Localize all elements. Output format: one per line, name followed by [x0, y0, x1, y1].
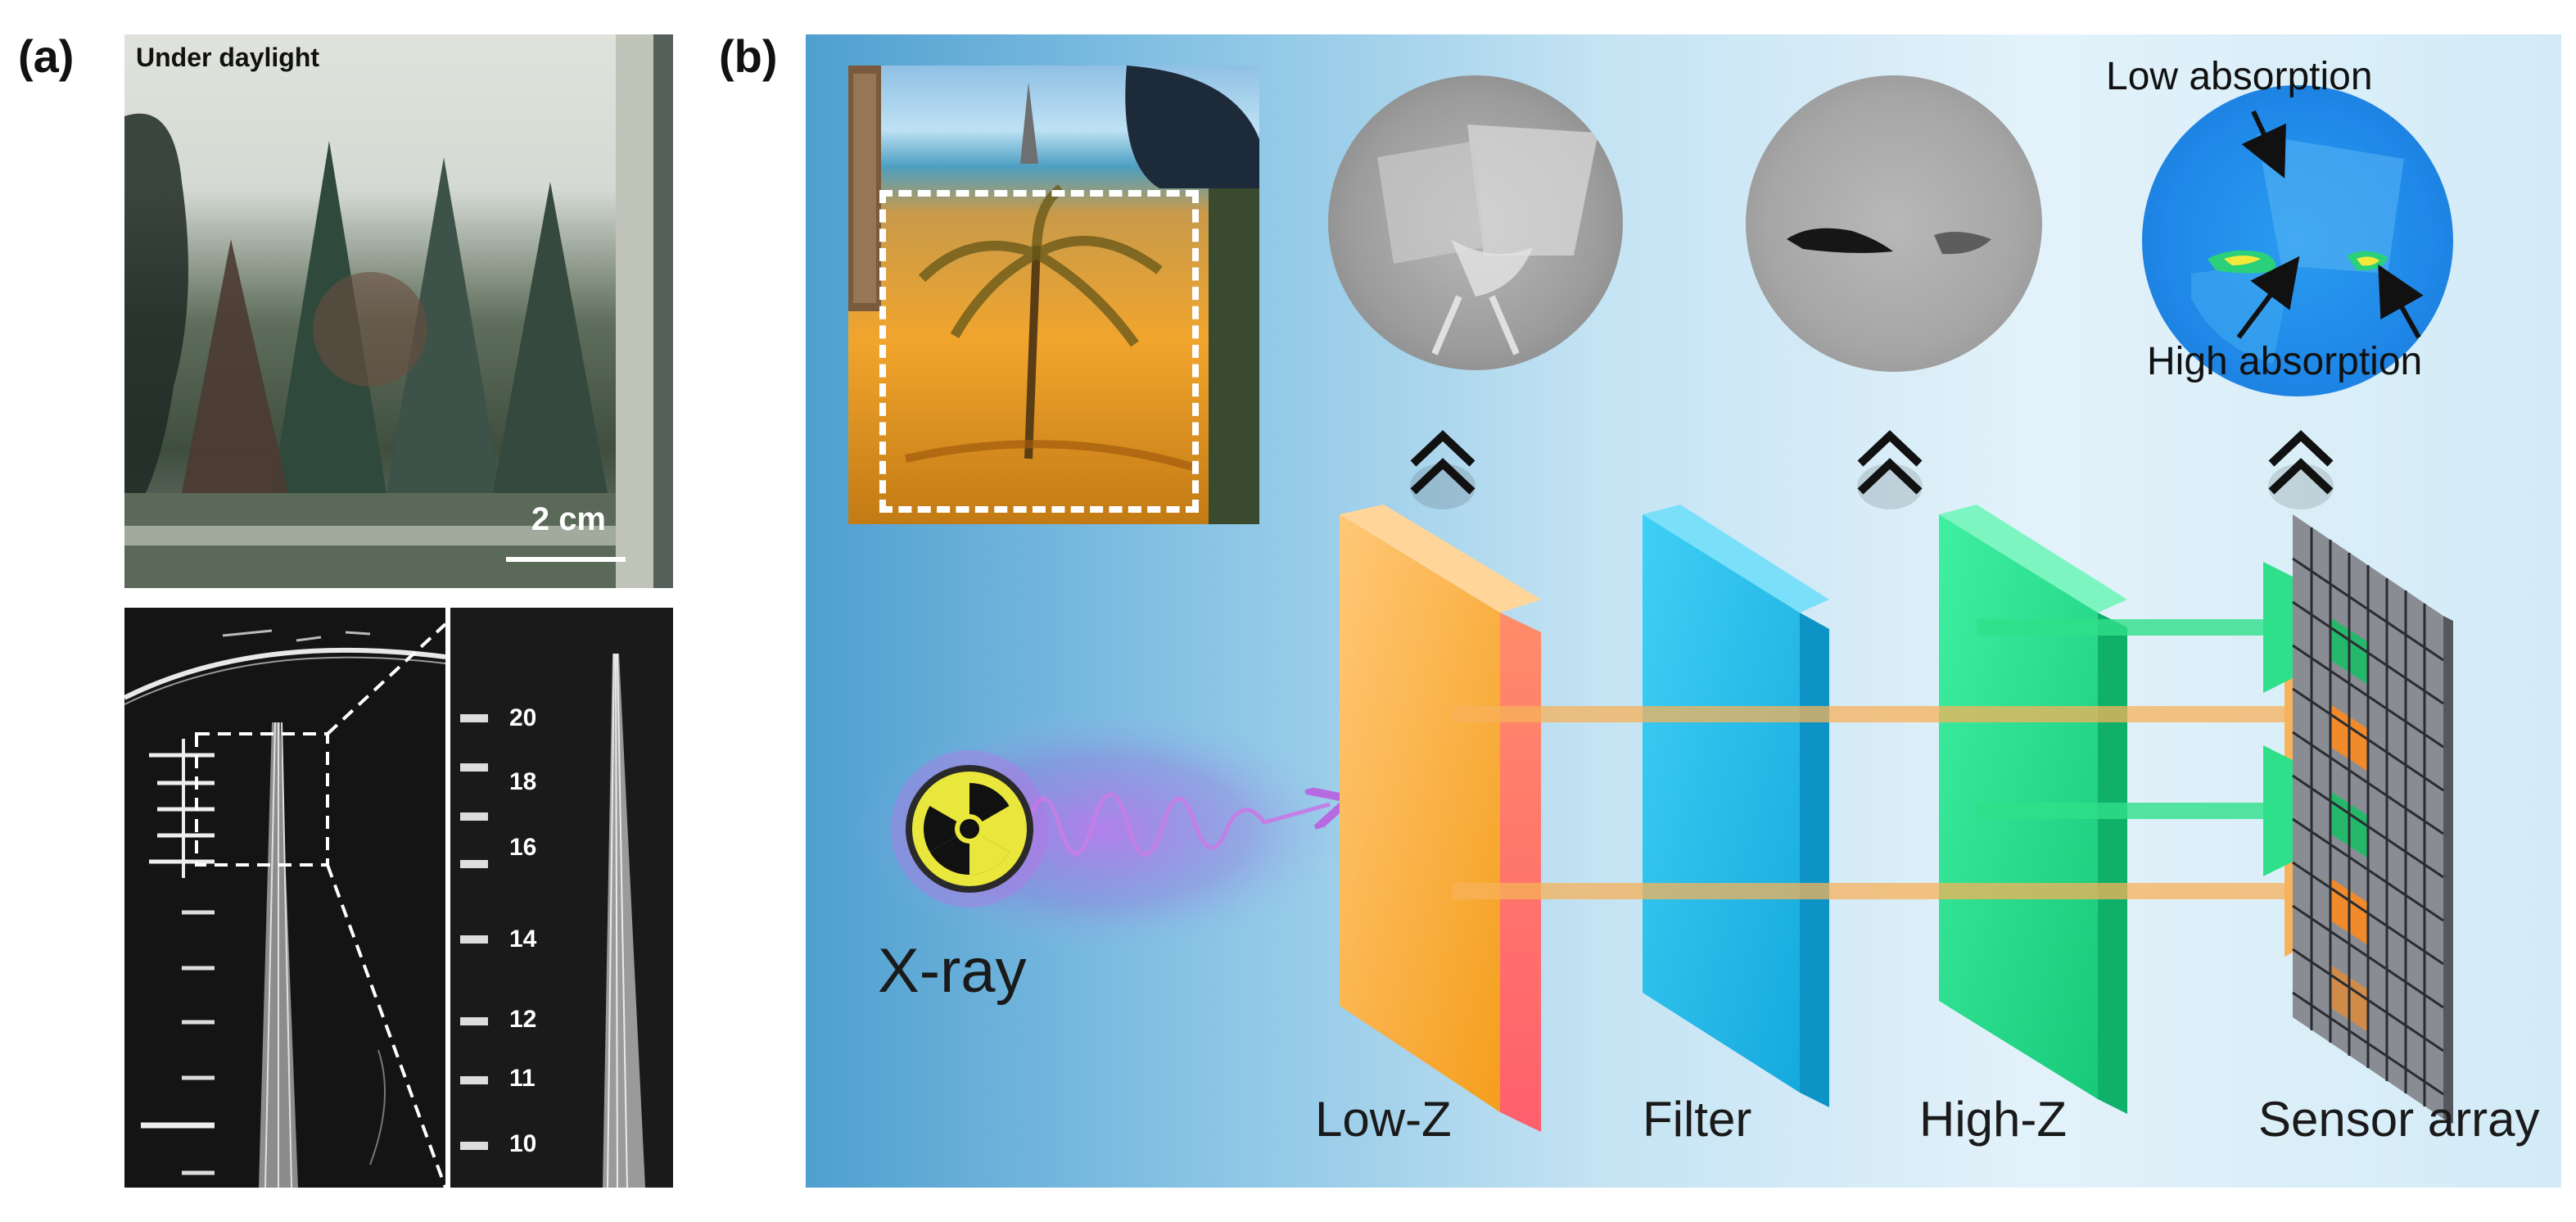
filtered-xray-image — [1746, 75, 2042, 372]
xray-source-label: X-ray — [878, 936, 1027, 1006]
sensor-array-label: Sensor array — [2258, 1092, 2540, 1147]
ruler-tick-label: 11 — [509, 1065, 536, 1092]
false-color-absorption-image — [2142, 85, 2453, 396]
panel-b-label: (b) — [719, 30, 778, 82]
sensor-array-grid — [2292, 514, 2453, 1124]
filter-label: Filter — [1643, 1092, 1752, 1147]
ruler-tick-label: 12 — [509, 1006, 537, 1033]
radiation-icon — [891, 750, 1048, 907]
scale-bar-label: 2 cm — [531, 501, 606, 537]
high-z-label: High-Z — [1919, 1092, 2068, 1147]
daylight-photo: Under daylight 2 cm — [124, 34, 673, 588]
scale-bar — [506, 557, 626, 562]
moth-xray-image — [1328, 75, 1623, 370]
layered-detector-diagram — [855, 505, 2453, 1132]
imaging-diagram: Low absorption High absorption — [806, 34, 2561, 1188]
chevron-up-double-icon — [1410, 430, 1476, 509]
ruler-tick-label: 10 — [509, 1130, 537, 1157]
scintillator-region-box — [879, 190, 1199, 513]
ruler-tick-label: 20 — [509, 704, 537, 731]
daylight-caption: Under daylight — [136, 43, 320, 72]
ruler-tick-label: 14 — [509, 926, 537, 953]
ruler-tick-label: 16 — [509, 834, 537, 861]
xray-ruler-image: 20 18 16 14 12 11 10 — [124, 608, 673, 1188]
low-absorption-label: Low absorption — [2106, 55, 2373, 98]
chevron-up-double-icon — [1857, 430, 1923, 509]
chevron-up-double-icon — [2268, 430, 2334, 509]
annotation-arrows — [2236, 110, 2424, 339]
low-z-label: Low-Z — [1315, 1092, 1452, 1147]
scintillator-photo — [848, 66, 1259, 524]
high-absorption-label: High absorption — [2147, 340, 2423, 383]
ruler-tick-label: 18 — [509, 768, 537, 795]
panel-a-label: (a) — [18, 30, 75, 82]
